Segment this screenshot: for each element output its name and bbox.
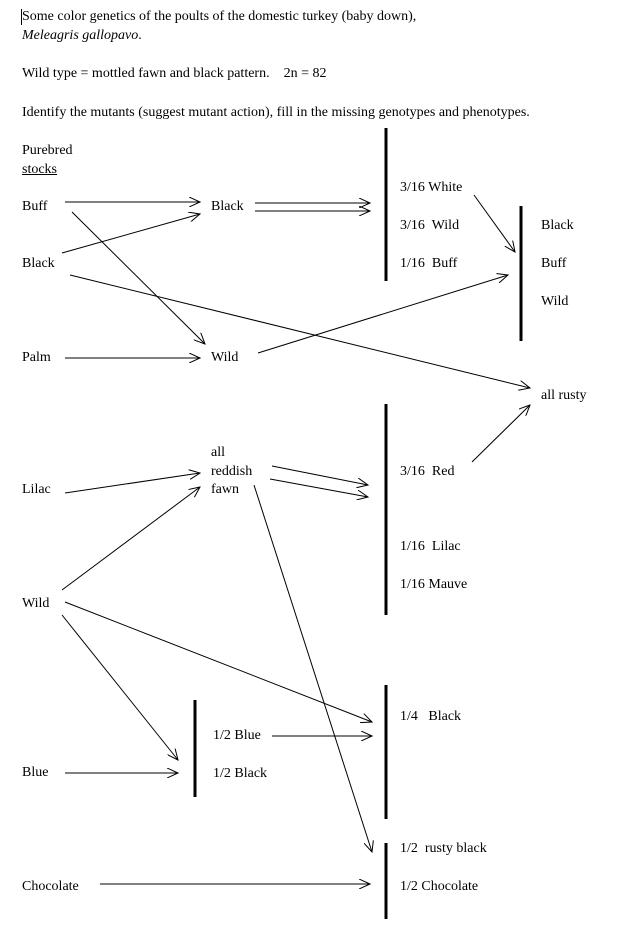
intro-text: Some color genetics of the poults of the… [22, 9, 417, 24]
f2-lilac: 1/16 Lilac [400, 539, 461, 554]
wild-type-text: Wild type = mottled fawn and black patte… [22, 66, 327, 81]
text-cursor [21, 9, 22, 25]
stock-lilac: Lilac [22, 482, 51, 497]
f2-red: 3/16 Red [400, 464, 455, 479]
arrow-wild-to-result [257, 275, 508, 354]
arrow-reddish-to-f2b [269, 478, 368, 497]
f1-blue: 1/2 Blue [213, 728, 261, 743]
stock-wild: Wild [22, 596, 50, 611]
result-wild: Wild [541, 294, 569, 309]
f2-buff: 1/16 Buff [400, 256, 458, 271]
f1-reddish-3: fawn [211, 482, 239, 497]
stock-blue: Blue [22, 765, 49, 780]
f2-white: 3/16 White [400, 180, 463, 195]
arrow-reddish-to-f2a [271, 465, 368, 485]
f2-rusty-black: 1/2 rusty black [400, 841, 487, 856]
arrow-black-to-all-rusty [69, 274, 530, 388]
arrow-wild-to-reddish [61, 487, 200, 591]
arrow-lilac-to-reddish [64, 473, 200, 494]
arrow-black-to-black [61, 214, 200, 254]
species-period: . [138, 28, 142, 43]
stock-black: Black [22, 256, 55, 271]
arrow-white-to-result [473, 194, 515, 252]
f1-reddish-2: reddish [211, 464, 253, 479]
instructions-text: Identify the mutants (suggest mutant act… [22, 105, 530, 120]
arrow-red-to-all-rusty [471, 405, 530, 463]
stock-palm: Palm [22, 350, 51, 365]
arrow-buff-to-wild [71, 211, 205, 344]
result-all-rusty: all rusty [541, 388, 587, 403]
species-name: Meleagris gallopavo [22, 28, 139, 43]
arrow-wild-to-blue-cross [61, 614, 178, 760]
f1-black: Black [211, 199, 244, 214]
f1-black-half: 1/2 Black [213, 766, 268, 781]
f2-wild: 3/16 Wild [400, 218, 460, 233]
arrow-fawn-to-rusty-black [253, 484, 372, 852]
f2-mauve: 1/16 Mauve [400, 577, 468, 592]
stock-chocolate: Chocolate [22, 879, 79, 894]
arrow-wild-to-quarter-black [64, 601, 372, 722]
species-line: Meleagris gallopavo. [22, 28, 142, 44]
f2-quarter-black: 1/4 Black [400, 709, 462, 724]
result-buff: Buff [541, 256, 567, 271]
f1-wild: Wild [211, 350, 239, 365]
result-black: Black [541, 218, 574, 233]
f1-reddish-1: all [211, 445, 225, 460]
f2-chocolate: 1/2 Chocolate [400, 879, 479, 894]
stock-buff: Buff [22, 199, 48, 214]
stocks-heading: Purebred [22, 143, 73, 158]
stocks-heading-underlined: stocks [22, 162, 57, 177]
